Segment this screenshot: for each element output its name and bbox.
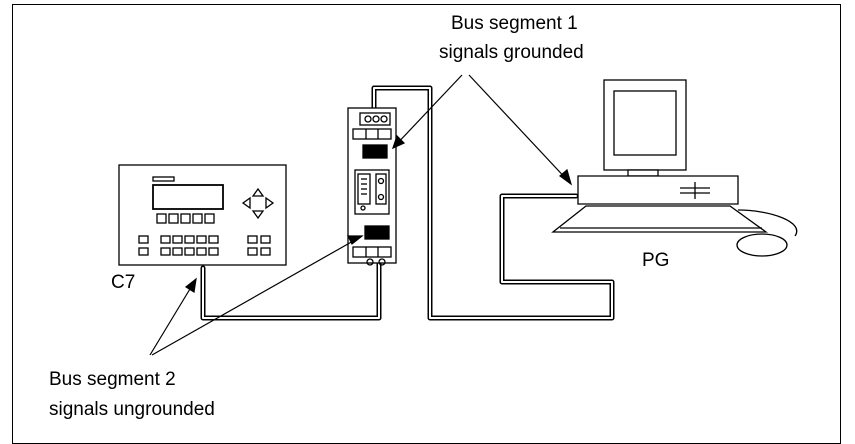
- network-diagram: [118, 74, 798, 356]
- cable-repeater-to-pg: [371, 85, 615, 321]
- bus-segment-2-label-line1: Bus segment 2: [49, 369, 176, 390]
- cable-c7-to-repeater: [200, 259, 382, 321]
- pg-keyboard: [551, 205, 769, 233]
- bus-segment-1-label-line1: Bus segment 1: [451, 13, 578, 34]
- bus-segment-1-label-line2: signals grounded: [439, 42, 584, 63]
- c7-label: C7: [111, 272, 136, 293]
- pg-computer: [551, 79, 798, 257]
- c7-keypad: [138, 235, 271, 256]
- c7-arrow-keys-icon: [241, 187, 275, 220]
- bus-segment-2-label-line2: signals ungrounded: [49, 399, 215, 420]
- pg-mouse-cable: [737, 209, 798, 237]
- pg-mouse: [736, 233, 788, 257]
- bus-cables: [200, 85, 615, 321]
- pg-label: PG: [642, 250, 670, 271]
- c7-device: [118, 164, 287, 266]
- c7-function-keys: [156, 213, 215, 224]
- c7-status-led: [152, 176, 175, 182]
- callout-arrows: [149, 74, 573, 356]
- repeater-bottom-connector: [364, 225, 390, 240]
- c7-display: [152, 184, 224, 210]
- pg-monitor: [603, 79, 687, 171]
- repeater-top-connector: [362, 144, 388, 159]
